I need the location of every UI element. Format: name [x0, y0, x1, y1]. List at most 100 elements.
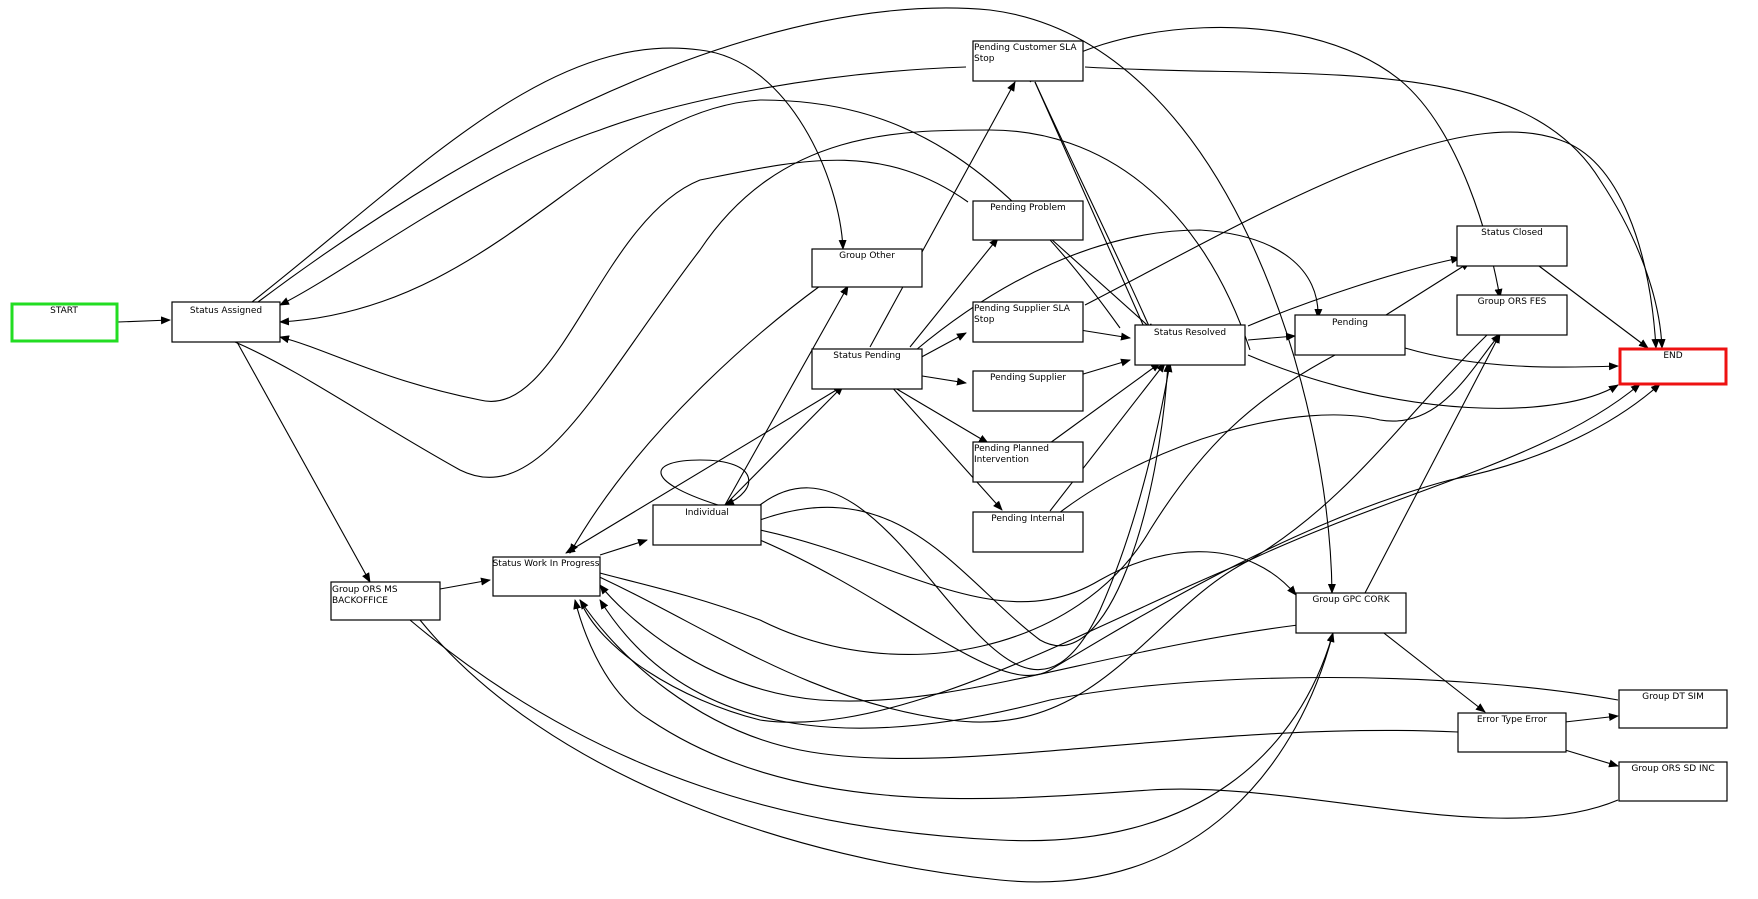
edge-individual-to-status-pending: [724, 385, 844, 506]
edge-wip-to-individual: [599, 538, 648, 556]
node-pending-box: [1294, 314, 1406, 356]
edge-gpc-cork-to-ors-fes: [1364, 333, 1501, 594]
node-individual: Individual: [652, 504, 762, 546]
edge-ors-ms-to-wip: [439, 577, 491, 590]
node-status-work-in-progress-label: Status Work In Progress: [493, 559, 600, 569]
node-status-assigned: Status Assigned: [171, 301, 281, 343]
edge-wip-to-resolved: [759, 362, 1173, 671]
node-status-pending-box: [811, 348, 923, 390]
edge-pcss-to-ors-fes: [1029, 26, 1503, 299]
edge-status-pending-to-wip: [565, 385, 844, 554]
node-group-other: Group Other: [811, 248, 923, 288]
edge-pproblem-to-assigned: [279, 159, 969, 402]
node-group-gpc-cork: Group GPC CORK: [1295, 592, 1407, 634]
edge-ors-fes-to-wip: [579, 322, 1500, 723]
edge-assigned-to-group-other: [251, 47, 847, 303]
node-pending-problem: Pending Problem: [972, 200, 1084, 241]
edge-pinternal-to-resolved: [1049, 362, 1166, 512]
edge-pcss-to-end: [1084, 66, 1666, 349]
edge-resolved-to-end: [1247, 354, 1619, 409]
node-pending: Pending: [1294, 314, 1406, 356]
edge-status-pending-to-pending: [915, 229, 1323, 351]
edge-status-closed-to-end: [1538, 265, 1649, 349]
node-individual-box: [652, 504, 762, 546]
node-status-closed-box: [1456, 225, 1568, 267]
node-group-dt-sim-box: [1618, 689, 1728, 729]
node-group-other-box: [811, 248, 923, 288]
edge-individual-to-gpc-cork: [759, 529, 1297, 603]
node-pending-supplier: Pending Supplier: [972, 370, 1084, 412]
edge-status-pending-to-pinternal: [889, 384, 1003, 511]
node-group-ors-sd-inc-box: [1618, 761, 1728, 802]
node-individual-label: Individual: [685, 508, 729, 518]
node-error-type-error-box: [1457, 712, 1567, 753]
node-pending-supplier-sla-stop-box: [972, 301, 1084, 343]
node-end-label: END: [1663, 351, 1682, 361]
node-pending-label: Pending: [1332, 318, 1368, 328]
node-start: START: [10, 302, 119, 343]
edge-pproblem-to-resolved: [1049, 237, 1156, 333]
node-status-assigned-label: Status Assigned: [190, 306, 262, 316]
node-start-label: START: [50, 306, 78, 316]
edge-resolved-to-assigned: [279, 99, 1121, 329]
edge-gpc-cork-to-ors-ms: [419, 619, 1340, 883]
edge-psupplier-to-resolved: [1079, 358, 1131, 376]
edge-error-to-ors-sd: [1564, 749, 1619, 768]
node-status-closed: Status Closed: [1456, 225, 1568, 267]
edge-individual-self-loop: [660, 459, 750, 506]
edges: [117, 7, 1666, 883]
edge-gpc-cork-to-wip: [599, 584, 1299, 702]
edge-wip-to-assigned: [225, 129, 1251, 478]
edge-ors-ms-to-gpc-cork: [409, 619, 1335, 842]
node-pending-supplier-box: [972, 370, 1084, 412]
node-pending-customer-sla-stop-label: Pending Customer SLA Stop: [974, 43, 1079, 64]
edge-error-to-dt-sim: [1564, 713, 1619, 723]
edge-pcss-to-resolved: [1034, 81, 1161, 364]
node-start-box: [10, 302, 119, 343]
edge-wip-to-end: [574, 383, 1641, 723]
node-group-ors-sd-inc: Group ORS SD INC: [1618, 761, 1728, 802]
edge-status-pending-to-pplanned: [889, 384, 989, 444]
node-error-type-error: Error Type Error: [1457, 712, 1567, 753]
node-status-pending: Status Pending: [811, 348, 923, 390]
edge-status-pending-to-psss: [915, 332, 967, 361]
edge-group-other-to-wip: [569, 285, 821, 554]
node-pending-customer-sla-stop: Pending Customer SLA Stop: [972, 40, 1084, 82]
node-status-pending-label: Status Pending: [833, 351, 901, 361]
node-pending-problem-box: [972, 200, 1084, 241]
node-pending-supplier-sla-stop: Pending Supplier SLA Stop: [972, 301, 1084, 343]
node-status-work-in-progress: Status Work In Progress: [492, 556, 601, 597]
edge-status-pending-to-pproblem: [909, 237, 999, 348]
edge-pinternal-to-ors-fes: [1049, 333, 1501, 521]
node-pending-internal-box: [972, 511, 1084, 553]
edge-gpc-cork-to-error: [1379, 629, 1486, 713]
node-group-dt-sim: Group DT SIM: [1618, 689, 1728, 729]
edge-assigned-to-ors-ms: [236, 341, 371, 583]
node-pending-internal-label: Pending Internal: [991, 514, 1065, 524]
node-status-resolved-box: [1134, 324, 1246, 366]
edge-dt-sim-to-wip: [599, 599, 1619, 729]
node-end-box: [1618, 347, 1728, 386]
node-group-ors-ms-backoffice: Group ORS MS BACKOFFICE: [330, 581, 441, 621]
node-end: END: [1618, 347, 1728, 386]
edge-individual-to-resolved: [759, 362, 1172, 647]
edge-resolved-to-pending: [1247, 332, 1296, 341]
edge-status-pending-to-psupplier: [915, 374, 967, 386]
node-group-ors-fes-box: [1456, 294, 1568, 336]
edge-psss-to-resolved: [1079, 329, 1131, 341]
node-group-other-label: Group Other: [839, 251, 895, 261]
node-group-ors-fes-label: Group ORS FES: [1478, 297, 1547, 307]
node-pending-supplier-sla-stop-label: Pending Supplier SLA Stop: [974, 304, 1073, 325]
node-pending-planned-intervention: Pending Planned Intervention: [972, 441, 1084, 483]
edge-pending-to-status-closed: [1385, 261, 1471, 316]
node-group-gpc-cork-box: [1295, 592, 1407, 634]
edge-assigned-to-gpc-cork: [257, 7, 1336, 594]
node-status-closed-label: Status Closed: [1481, 228, 1543, 238]
edge-error-to-wip: [579, 599, 1459, 760]
edge-resolved-to-status-closed: [1247, 255, 1461, 327]
node-pending-planned-intervention-label: Pending Planned Intervention: [974, 444, 1052, 465]
edge-status-pending-to-pcss: [869, 81, 1016, 348]
node-pending-internal: Pending Internal: [972, 511, 1084, 553]
edge-pplanned-to-resolved: [1049, 362, 1161, 444]
